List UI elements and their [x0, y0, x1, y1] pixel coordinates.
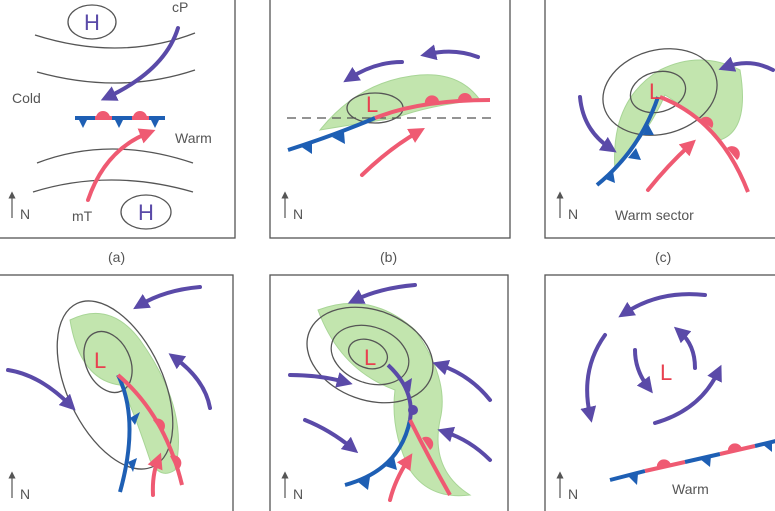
warm-front — [408, 419, 452, 496]
cp-airflow-arrow — [100, 26, 180, 101]
north-label: N — [293, 206, 303, 222]
isobar — [347, 338, 389, 370]
panel-c: L N Warm sector (c) — [544, 0, 775, 265]
panel-d: L N — [0, 274, 234, 511]
isobar — [306, 306, 434, 404]
cp-label: cP — [172, 0, 188, 15]
wind-arrow — [288, 372, 353, 388]
low-label: L — [649, 79, 661, 104]
isobar — [330, 324, 410, 386]
wind-arrow — [420, 44, 480, 61]
occluded-front — [386, 363, 413, 421]
warm-sector-label: Warm sector — [615, 207, 694, 223]
north-label: N — [293, 486, 303, 502]
isobar — [602, 48, 718, 136]
caption-a: (a) — [108, 249, 125, 265]
wind-arrow — [578, 95, 617, 153]
panel-b: L N (b) — [269, 0, 511, 265]
warm-front — [659, 95, 750, 193]
warm-airflow-arrow — [360, 128, 425, 177]
cold-front — [344, 419, 412, 487]
low-label: L — [660, 360, 672, 385]
panel-frame — [544, 274, 775, 511]
isobar — [36, 69, 196, 84]
cold-front — [609, 469, 646, 482]
high-label: H — [84, 10, 100, 35]
isobar — [32, 179, 194, 193]
high-label: H — [138, 200, 154, 225]
cold-front — [287, 116, 376, 152]
low-label: L — [94, 348, 106, 373]
mt-label: mT — [72, 208, 93, 224]
wind-arrow — [580, 333, 607, 423]
north-label: N — [568, 486, 578, 502]
occluded-front-markers — [408, 405, 418, 415]
wind-arrow — [633, 348, 653, 394]
wind-arrow — [618, 292, 707, 318]
wind-arrow — [343, 60, 404, 83]
panel-a: H H cP Cold Warm mT N (a) — [0, 0, 236, 265]
warm-airflow-arrow — [646, 139, 696, 192]
cold-front-markers — [358, 457, 397, 490]
cold-label: Cold — [12, 90, 41, 106]
isobar — [629, 70, 687, 114]
low-label: L — [364, 345, 376, 370]
wind-arrow — [653, 364, 722, 425]
north-label: N — [568, 206, 578, 222]
panel-f: L N Warm — [544, 274, 775, 511]
warm-label: Warm — [672, 481, 709, 497]
warm-airflow-arrow — [388, 453, 413, 502]
panel-frame — [269, 274, 509, 511]
mt-airflow-arrow — [86, 128, 156, 202]
occluded-front-markers — [402, 378, 412, 392]
wind-arrow — [347, 283, 417, 304]
cold-front-markers — [300, 132, 345, 154]
precipitation-area — [614, 59, 743, 172]
low-label: L — [366, 92, 378, 117]
cold-front-markers — [128, 412, 140, 472]
wind-arrow — [673, 326, 697, 370]
caption-b: (b) — [380, 249, 397, 265]
isobar — [83, 330, 133, 394]
isobar — [34, 32, 196, 49]
wind-arrow — [432, 359, 492, 402]
wind-arrow — [718, 56, 775, 72]
warm-front-markers — [422, 436, 434, 450]
high-pressure-outline — [120, 194, 172, 230]
panel-e: L N — [269, 274, 509, 511]
stationary-front — [75, 111, 165, 128]
high-pressure-outline — [67, 4, 117, 40]
wind-arrow — [437, 426, 492, 462]
warm-front-markers — [424, 93, 472, 104]
caption-c: (c) — [655, 249, 671, 265]
warm-front — [374, 98, 491, 120]
north-label: N — [20, 206, 30, 222]
isobar — [36, 148, 194, 164]
wind-arrow — [6, 368, 76, 411]
warm-front — [644, 460, 686, 473]
wind-arrow — [168, 353, 212, 410]
warm-front-markers — [700, 116, 740, 160]
wind-arrow — [133, 285, 202, 310]
cold-front — [116, 374, 132, 493]
panel-frame — [544, 0, 775, 239]
cold-front — [684, 452, 721, 464]
wind-arrow — [303, 418, 359, 454]
north-label: N — [20, 486, 30, 502]
warm-front — [719, 444, 756, 456]
warm-front-markers — [153, 418, 182, 470]
warm-front-markers — [656, 443, 742, 468]
precipitation-area — [69, 312, 179, 474]
warm-label: Warm — [175, 130, 212, 146]
warm-airflow-arrow — [147, 452, 163, 497]
cold-front-markers — [603, 124, 654, 183]
